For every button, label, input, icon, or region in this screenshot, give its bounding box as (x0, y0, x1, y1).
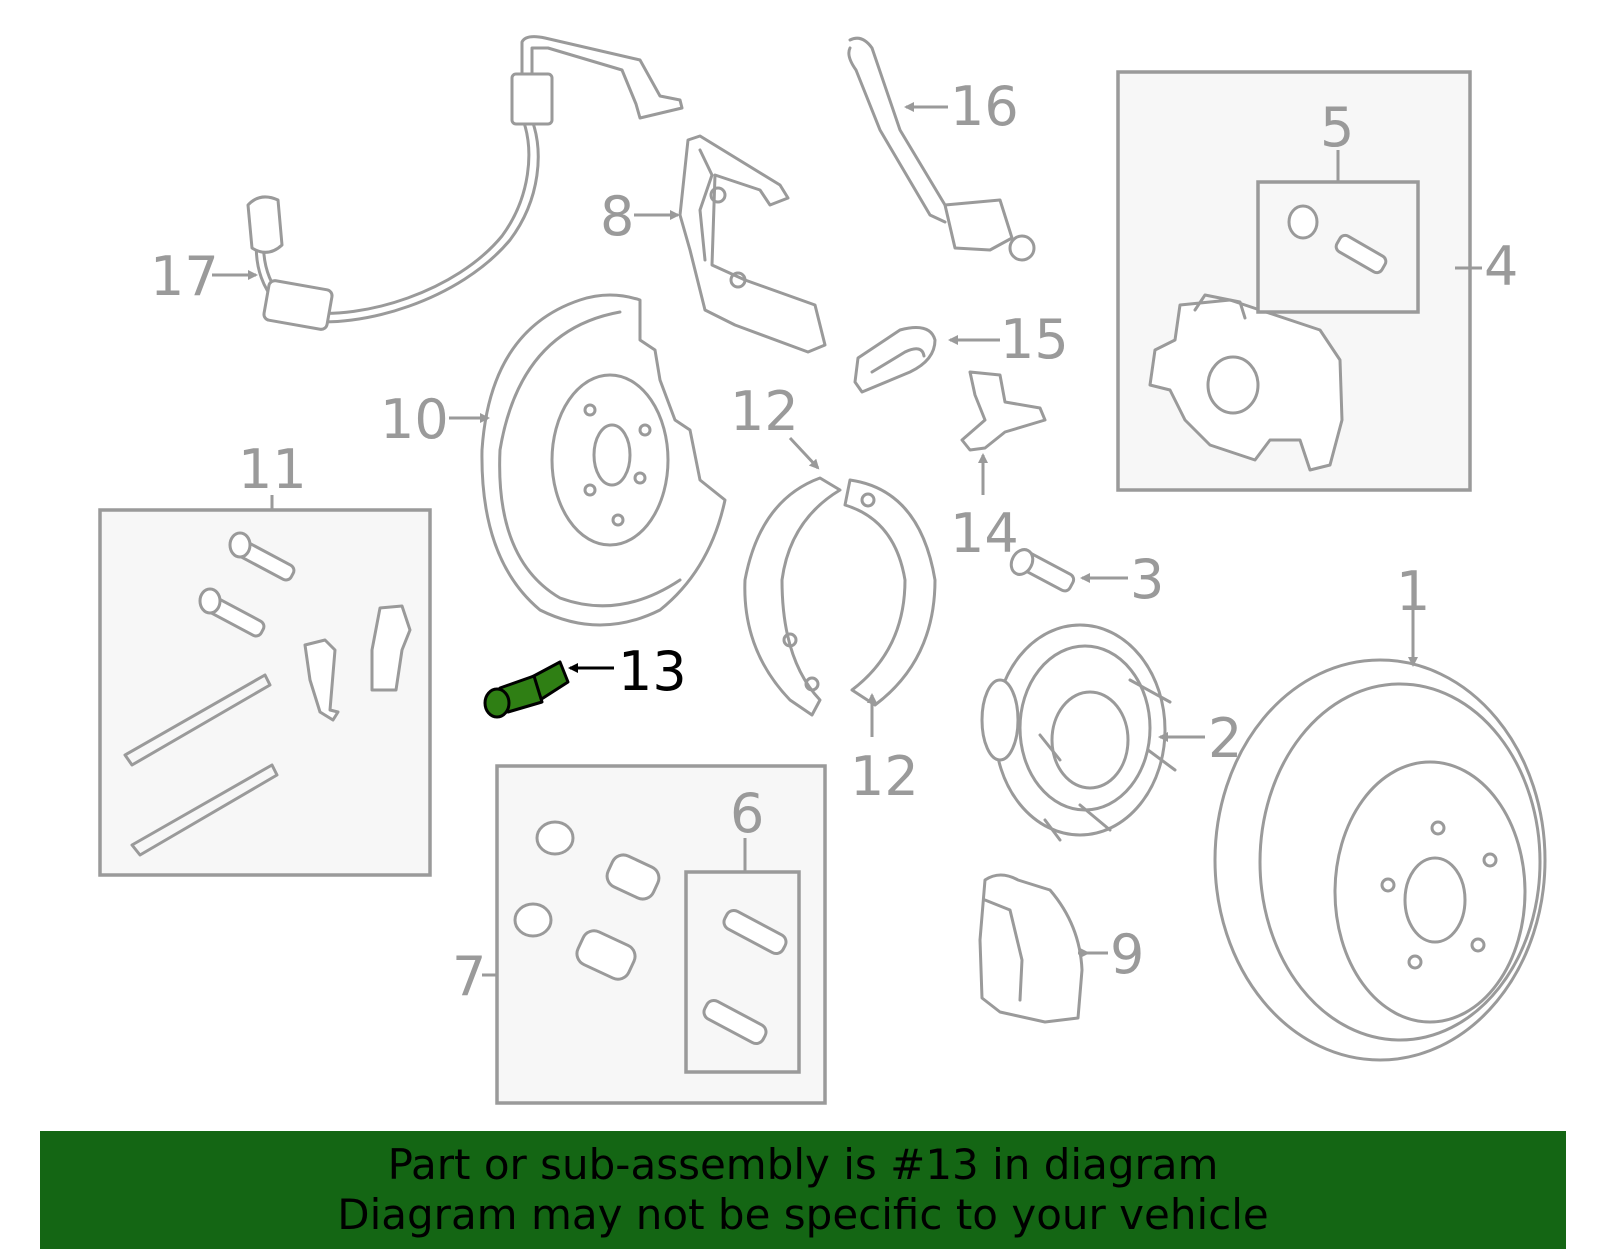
callout-14: 14 (950, 502, 1019, 565)
part-17-sensor-harness (246, 35, 684, 331)
leader-lines (212, 102, 1482, 977)
callout-3: 3 (1130, 548, 1164, 611)
part-14-bracket (960, 370, 1047, 452)
callout-16: 16 (950, 75, 1019, 138)
box-11-hardware-kit (98, 508, 432, 877)
part-12-brake-shoes (743, 476, 937, 717)
callout-labels: 1 2 3 4 5 6 7 8 9 10 11 12 12 13 14 15 1… (150, 75, 1518, 1008)
part-3-bolt (1009, 548, 1076, 593)
callout-13: 13 (618, 640, 687, 703)
callout-5: 5 (1320, 96, 1354, 159)
part-1-rotor (1213, 658, 1547, 1062)
box-4-caliper-assembly (1116, 70, 1472, 492)
banner-line-2: Diagram may not be specific to your vehi… (337, 1190, 1269, 1239)
callout-4: 4 (1484, 235, 1518, 298)
callout-10: 10 (380, 388, 449, 451)
callout-7: 7 (452, 945, 486, 1008)
banner-line-1: Part or sub-assembly is #13 in diagram (387, 1140, 1219, 1189)
callout-12-top: 12 (730, 380, 799, 443)
part-8-caliper-bracket (678, 134, 827, 354)
callout-6: 6 (730, 782, 764, 845)
callout-15: 15 (1000, 308, 1069, 371)
part-16-wear-sensor (847, 36, 1036, 262)
part-13-highlighted (483, 660, 570, 719)
box-7-pin-kit (495, 764, 827, 1105)
part-9-brake-pad (978, 873, 1084, 1024)
info-banner: Part or sub-assembly is #13 in diagram D… (40, 1131, 1566, 1249)
part-15-clip (853, 326, 937, 394)
part-2-hub-bearing (980, 623, 1177, 842)
callout-9: 9 (1110, 923, 1144, 986)
callout-1: 1 (1396, 560, 1430, 623)
callout-17: 17 (150, 245, 219, 308)
callout-2: 2 (1208, 707, 1242, 770)
callout-8: 8 (600, 185, 634, 248)
part-10-backing-plate (480, 293, 727, 627)
callout-12-bottom: 12 (850, 745, 919, 808)
callout-11: 11 (238, 438, 307, 501)
